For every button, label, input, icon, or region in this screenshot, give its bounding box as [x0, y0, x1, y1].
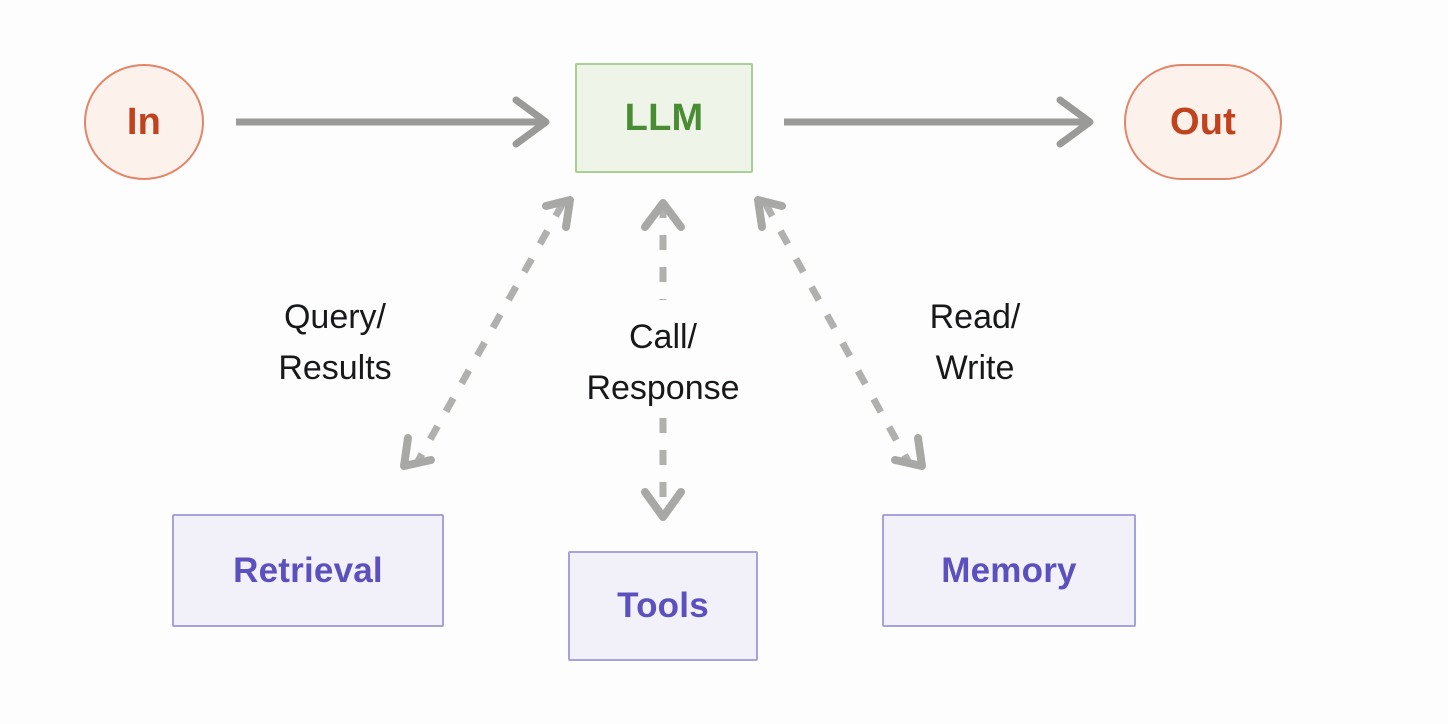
node-out[interactable]: Out — [1124, 64, 1282, 180]
node-tools-label: Tools — [617, 586, 709, 625]
node-tools[interactable]: Tools — [568, 551, 758, 661]
edge-label-call-response: Call/ Response — [586, 318, 740, 407]
node-llm[interactable]: LLM — [575, 63, 753, 173]
node-retrieval-label: Retrieval — [233, 550, 383, 590]
node-in[interactable]: In — [84, 64, 204, 180]
node-in-label: In — [126, 100, 162, 143]
edge-llm-to-out — [784, 96, 1094, 148]
node-memory-label: Memory — [941, 550, 1077, 590]
node-memory[interactable]: Memory — [882, 514, 1136, 627]
edge-label-query-results: Query/ Results — [278, 298, 392, 387]
edge-in-to-llm — [236, 96, 550, 148]
node-llm-label: LLM — [624, 96, 704, 139]
edge-label-read-write: Read/ Write — [929, 298, 1021, 387]
node-retrieval[interactable]: Retrieval — [172, 514, 444, 627]
node-out-label: Out — [1169, 100, 1237, 143]
